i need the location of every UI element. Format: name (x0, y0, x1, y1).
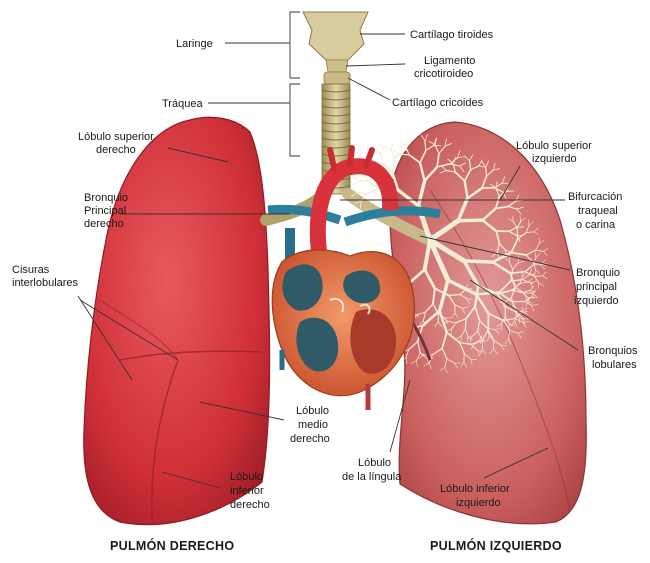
label-bronquios-lob-2: lobulares (592, 359, 637, 371)
bronchiole (375, 149, 380, 153)
label-bronquio-der-1: Bronquio (84, 192, 128, 204)
label-traquea: Tráquea (162, 98, 203, 110)
leader-cricoides (348, 78, 390, 100)
label-lingula-2: de la língula (342, 471, 402, 483)
cricothyroid-ligament (326, 60, 348, 72)
label-lobulo-medio-1: Lóbulo (296, 405, 329, 417)
label-cartilago-cricoides: Cartílago cricoides (392, 97, 484, 109)
bronchiole (367, 188, 379, 193)
label-lobulo-inf-izq-2: izquierdo (456, 497, 501, 509)
label-bronquio-izq-3: izquierdo (574, 295, 619, 307)
bronchiole (399, 154, 409, 155)
label-lobulo-inf-izq-1: Lóbulo inferior (440, 483, 510, 495)
bronchiole (381, 147, 384, 153)
bracket-laringe (290, 12, 300, 78)
label-cisuras-1: Cisuras (12, 264, 50, 276)
thyroid-cartilage (303, 12, 368, 60)
label-cisuras-2: interlobulares (12, 277, 79, 289)
label-bronquios-lob-1: Bronquios (588, 345, 638, 357)
right-lung (84, 117, 270, 524)
bracket-traquea (290, 84, 300, 156)
label-bronquio-izq-1: Bronquio (576, 267, 620, 279)
label-bifurcacion-2: traqueal (578, 205, 618, 217)
bronchiole (381, 153, 383, 162)
label-lobulo-inf-der-1: Lóbulo (230, 471, 263, 483)
label-lobulo-medio-3: derecho (290, 433, 330, 445)
label-lobulo-sup-der-1: Lóbulo superior (78, 131, 154, 143)
caption-right-lung: PULMÓN DERECHO (110, 538, 234, 553)
bronchiole (400, 141, 405, 145)
cricoid-cartilage (324, 72, 350, 84)
bronchiole (392, 159, 394, 172)
label-laringe: Laringe (176, 38, 213, 50)
heart (272, 250, 414, 396)
leader-ligamento (346, 64, 405, 66)
label-lobulo-sup-izq-2: izquierdo (532, 153, 577, 165)
label-lobulo-sup-der-2: derecho (96, 144, 136, 156)
bronchiole (401, 145, 402, 152)
label-ligamento-2: cricotiroideo (414, 68, 473, 80)
right-lung-body (84, 117, 270, 524)
label-lobulo-sup-izq-1: Lóbulo superior (516, 140, 592, 152)
bronchiole (458, 220, 482, 221)
bronchiole (353, 177, 358, 181)
label-bifurcacion-1: Bifurcación (568, 191, 622, 203)
label-lobulo-inf-der-3: derecho (230, 499, 270, 511)
label-bronquio-izq-2: principal (576, 281, 617, 293)
larynx (303, 12, 368, 84)
bronchiole (357, 193, 367, 194)
bronchiole (405, 139, 406, 146)
bronchiole (391, 143, 393, 150)
bronchiole (353, 181, 359, 185)
bronchiole (464, 261, 493, 262)
label-lobulo-medio-2: medio (298, 419, 328, 431)
label-bronquio-der-2: Principal (84, 205, 126, 217)
label-bronquio-der-3: derecho (84, 218, 124, 230)
label-cartilago-tiroides: Cartílago tiroides (410, 29, 494, 41)
bronchiole (394, 150, 400, 154)
label-lobulo-inf-der-2: inferior (230, 485, 264, 497)
label-lingula-1: Lóbulo (358, 457, 391, 469)
label-ligamento-1: Ligamento (424, 55, 475, 67)
bronchiole (449, 295, 460, 296)
label-bifurcacion-3: o carina (576, 219, 616, 231)
caption-left-lung: PULMÓN IZQUIERDO (430, 538, 562, 553)
bronchiole (486, 167, 487, 176)
bronchiole (385, 147, 391, 150)
